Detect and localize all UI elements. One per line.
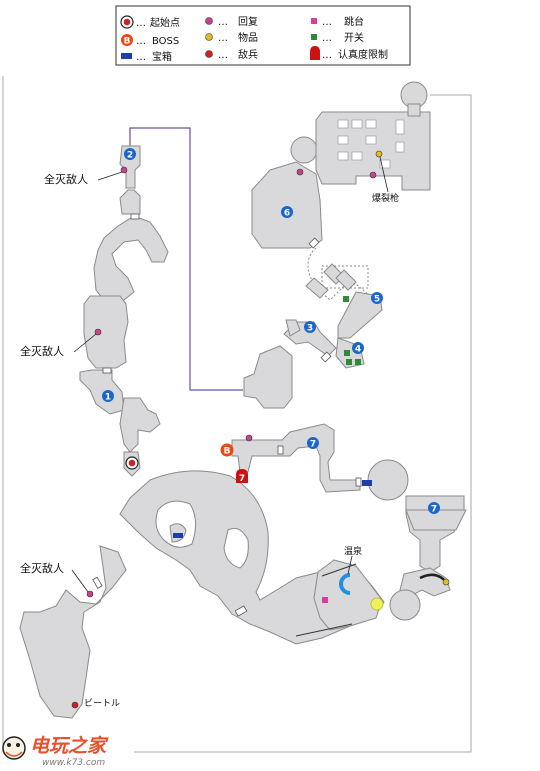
number-marker-2: 2 [124, 148, 136, 161]
hot-spring-icon [339, 573, 384, 611]
upper-right-complex [243, 81, 431, 409]
legend-enemy-icon [205, 50, 213, 58]
item-icon [442, 578, 450, 586]
legend-chest-icon [121, 53, 132, 59]
legend-boss-glyph: B [124, 37, 131, 47]
label-wipe-enemies-3: 全灭敌人 [20, 561, 64, 575]
svg-text:7: 7 [239, 474, 245, 484]
legend-dots: … [218, 33, 228, 44]
number-marker-3: 3 [304, 321, 316, 334]
legend-enemy-label: 敌兵 [238, 48, 258, 61]
legend-start-label: 起始点 [150, 16, 180, 29]
chest-icon [362, 480, 372, 486]
item-icon [375, 150, 383, 158]
lower-cave [19, 470, 385, 719]
switch-markers [343, 296, 361, 365]
heal-icon [94, 328, 102, 336]
legend-item-icon [205, 33, 213, 41]
svg-text:6: 6 [284, 209, 290, 219]
site-watermark: 电玩之家 www.k73.com [2, 735, 109, 768]
lower-right-room [389, 495, 467, 621]
legend-item-label: 物品 [238, 31, 258, 44]
number-marker-7b: 7 [428, 502, 440, 515]
restrict-icon: 7 [236, 469, 248, 484]
label-bomb-gun: 爆裂枪 [372, 192, 399, 204]
legend-dots: … [136, 52, 146, 63]
legend-dots: … [322, 50, 332, 61]
legend-jump-label: 跳台 [344, 15, 364, 28]
boss-corridor [231, 423, 409, 501]
svg-text:4: 4 [355, 345, 361, 355]
legend-jump-icon [311, 18, 317, 24]
start-point-icon [125, 456, 139, 470]
label-hot-spring: 温泉 [344, 545, 362, 557]
label-beetle: ビートル [84, 698, 120, 709]
boss-icon: B [220, 443, 234, 457]
enemy-icon [71, 701, 79, 709]
legend-dots: … [136, 18, 146, 29]
number-markers: 2 1 6 5 3 4 7 7 [102, 148, 440, 515]
svg-text:5: 5 [374, 295, 380, 305]
svg-text:B: B [224, 447, 231, 457]
legend-switch-icon [311, 34, 317, 40]
legend-switch-label: 开关 [344, 31, 364, 44]
legend-heal-icon [205, 17, 213, 25]
legend-dots: … [322, 17, 332, 28]
legend-dots: … [136, 36, 146, 47]
heal-icon [296, 168, 304, 176]
switch-icon [344, 350, 350, 356]
label-wipe-enemies-2: 全灭敌人 [20, 344, 64, 358]
switch-icon [343, 296, 349, 302]
legend-chest-label: 宝箱 [152, 50, 172, 63]
switch-icon [346, 359, 352, 365]
svg-text:1: 1 [105, 393, 111, 403]
legend-dots: … [218, 50, 228, 61]
number-marker-5: 5 [371, 292, 383, 305]
watermark-title: 电玩之家 [30, 735, 109, 757]
route-line [129, 127, 243, 391]
legend-restrict-label: 认真度限制 [338, 48, 388, 61]
legend-boss-icon: B [121, 34, 133, 47]
heal-icon [120, 166, 128, 174]
legend: … 起始点 B … BOSS … 宝箱 … 回复 … 物品 … 敌兵 … 跳台 … [115, 5, 411, 66]
svg-text:7: 7 [310, 440, 316, 450]
legend-restrict-icon [310, 46, 320, 60]
heal-markers [86, 166, 377, 598]
map-labels: 全灭敌人 全灭敌人 全灭敌人 爆裂枪 温泉 ビートル [20, 156, 399, 709]
svg-text:7: 7 [431, 505, 437, 515]
svg-text:2: 2 [127, 151, 133, 161]
legend-heal-label: 回复 [238, 15, 258, 28]
switch-icon [355, 359, 361, 365]
svg-text:3: 3 [307, 324, 313, 334]
number-marker-7a: 7 [307, 437, 319, 450]
watermark-url: www.k73.com [42, 758, 105, 768]
outer-corridor [2, 76, 472, 753]
left-tower [79, 145, 169, 477]
number-marker-6: 6 [281, 206, 293, 219]
watermark-logo-icon [2, 736, 26, 760]
legend-start-icon [120, 15, 134, 29]
heal-icon [86, 590, 94, 598]
legend-boss-label: BOSS [152, 36, 179, 47]
legend-dots: … [218, 17, 228, 28]
number-marker-1: 1 [102, 390, 114, 403]
label-wipe-enemies-1: 全灭敌人 [44, 172, 88, 186]
heal-icon [369, 171, 377, 179]
number-marker-4: 4 [352, 342, 364, 355]
legend-dots: … [322, 33, 332, 44]
heal-icon [245, 434, 253, 442]
jump-pad-icon [322, 597, 328, 603]
chest-icon [173, 533, 183, 538]
